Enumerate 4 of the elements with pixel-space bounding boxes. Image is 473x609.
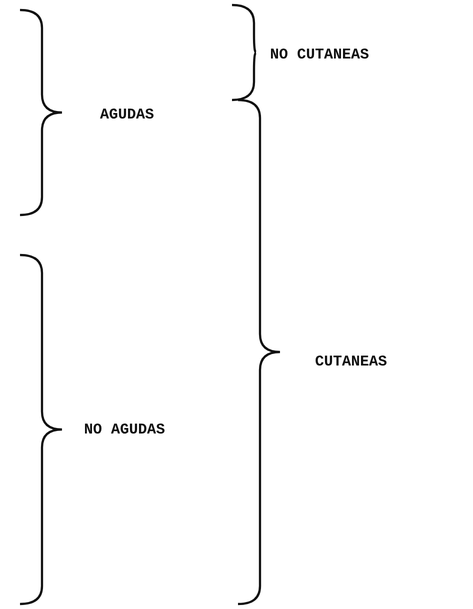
brace-label: AGUDAS <box>100 106 154 124</box>
brace-label: CUTANEAS <box>315 354 388 370</box>
brace-label: NO AGUDAS <box>84 422 166 438</box>
brace-label: NO CUTANEAS <box>270 46 370 64</box>
